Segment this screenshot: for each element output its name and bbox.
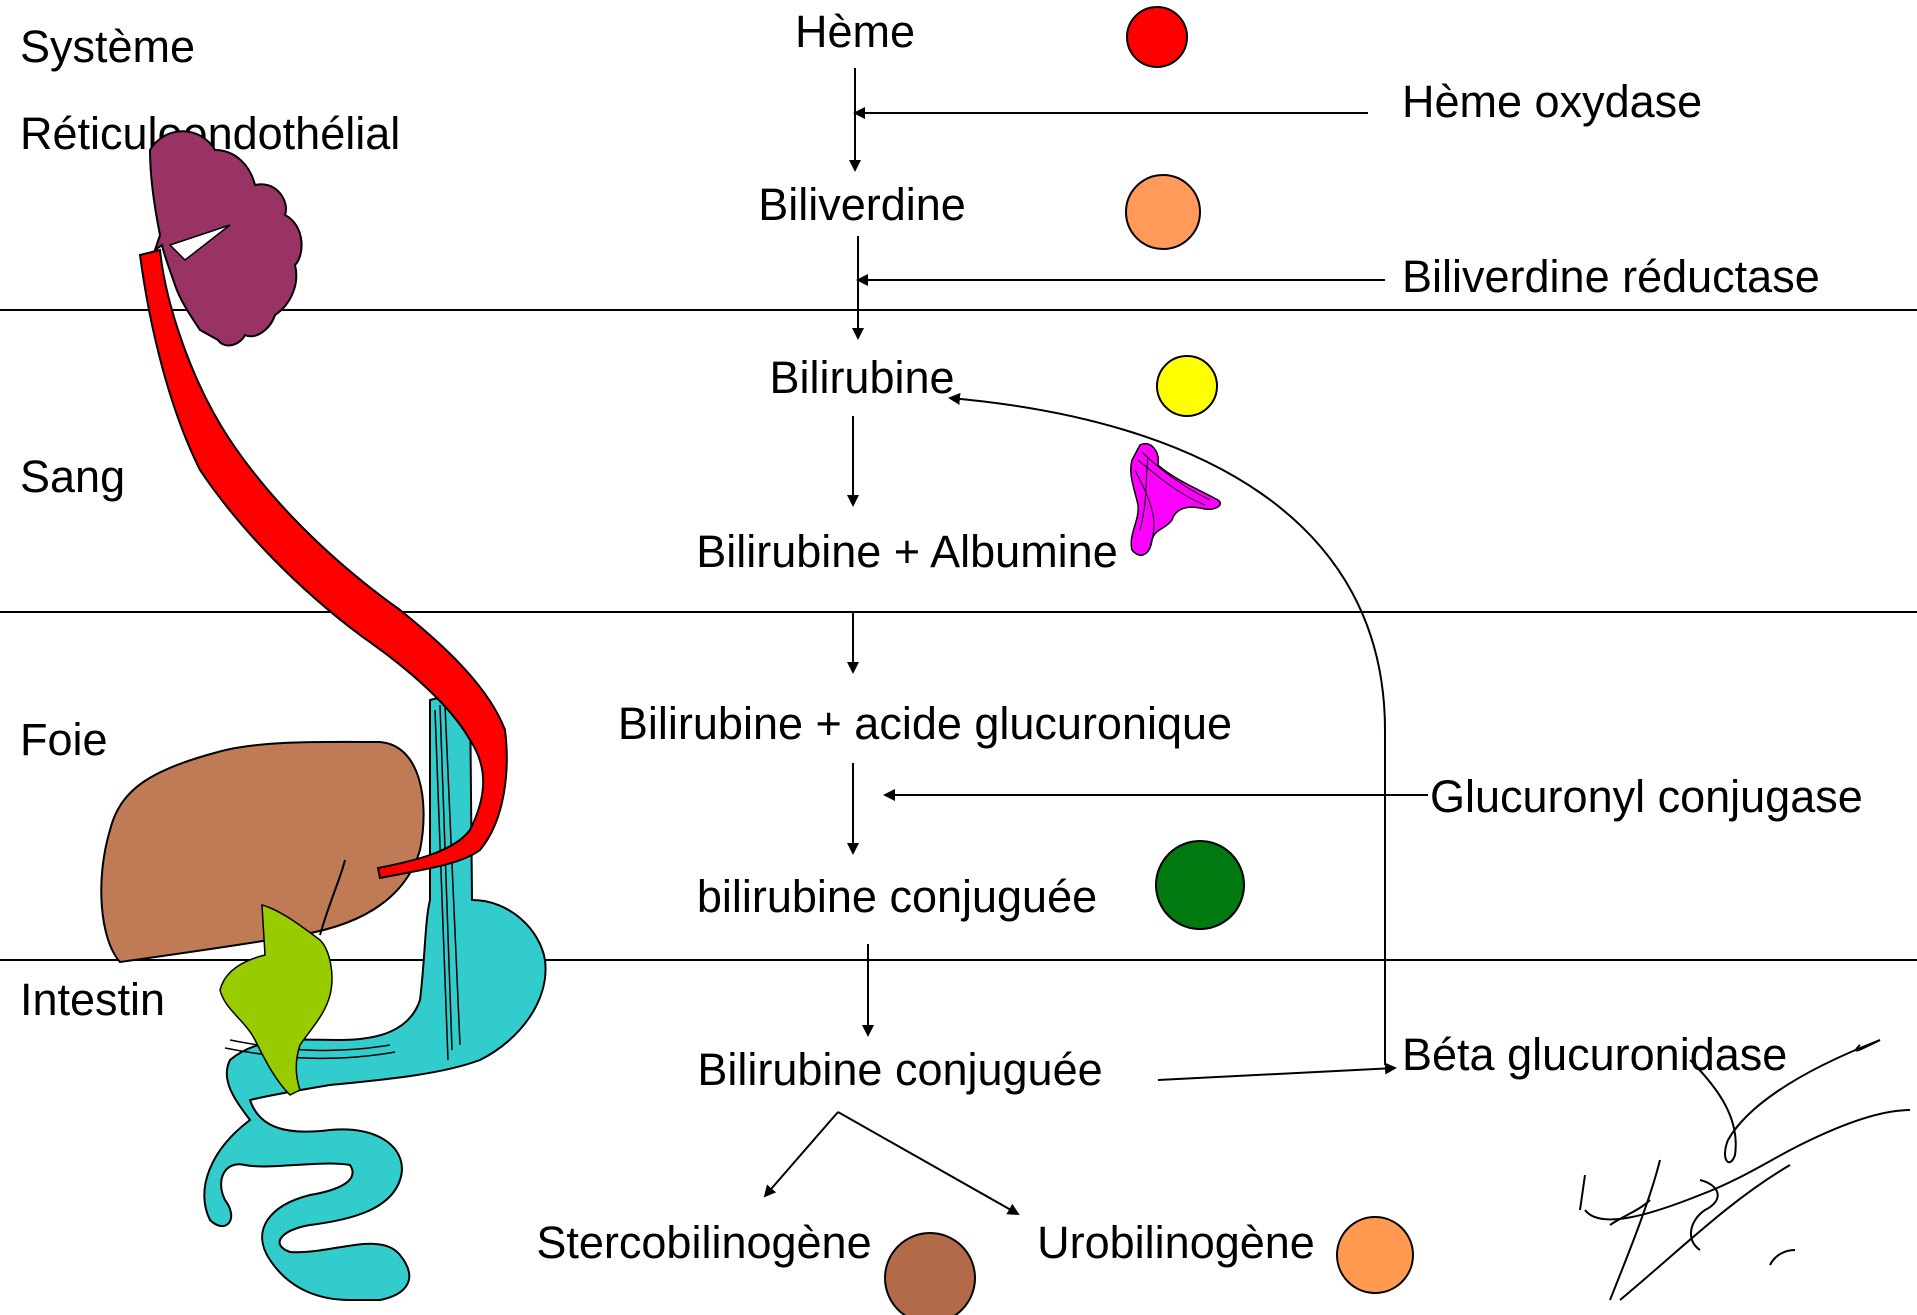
step-urobilinogene: Urobilinogène xyxy=(1037,1217,1315,1268)
heme-color-dot xyxy=(1127,7,1187,67)
step-bilirubine: Bilirubine xyxy=(769,352,954,403)
enzyme-biliverdine-reductase: Biliverdine réductase xyxy=(1402,251,1820,302)
zone-label-systeme: Système xyxy=(20,21,195,72)
step-bilirubine-conjuguee-intestin: Bilirubine conjuguée xyxy=(697,1044,1102,1095)
flow-arrow xyxy=(765,1112,838,1196)
biliverdine-color-dot xyxy=(1126,175,1200,249)
step-biliverdine: Biliverdine xyxy=(758,179,966,230)
enzyme-arrow xyxy=(1158,1068,1395,1080)
enzyme-glucuronyl-conjugase: Glucuronyl conjugase xyxy=(1430,771,1863,822)
step-bilirubine-albumine: Bilirubine + Albumine xyxy=(696,526,1118,577)
step-stercobilinogene: Stercobilinogène xyxy=(536,1217,871,1268)
albumin-icon xyxy=(1131,444,1220,556)
urobilinogene-color-dot xyxy=(1337,1217,1413,1293)
step-bilirubine-glucuronique: Bilirubine + acide glucuronique xyxy=(618,698,1232,749)
bilirubine-color-dot xyxy=(1157,356,1217,416)
enzyme-heme-oxydase: Hème oxydase xyxy=(1402,76,1702,127)
zone-label-sang: Sang xyxy=(20,451,125,502)
enzyme-beta-glucuronidase: Béta glucuronidase xyxy=(1402,1029,1787,1080)
stercobilinogene-color-dot xyxy=(885,1233,975,1315)
step-heme: Hème xyxy=(795,6,915,57)
liver-icon xyxy=(101,742,423,962)
flow-arrow xyxy=(838,1112,1018,1214)
step-bilirubine-conjuguee-foie: bilirubine conjuguée xyxy=(697,871,1097,922)
bili-conjuguee-color-dot xyxy=(1156,841,1244,929)
zone-label-foie: Foie xyxy=(20,714,108,765)
zone-label-intestin: Intestin xyxy=(20,974,165,1025)
